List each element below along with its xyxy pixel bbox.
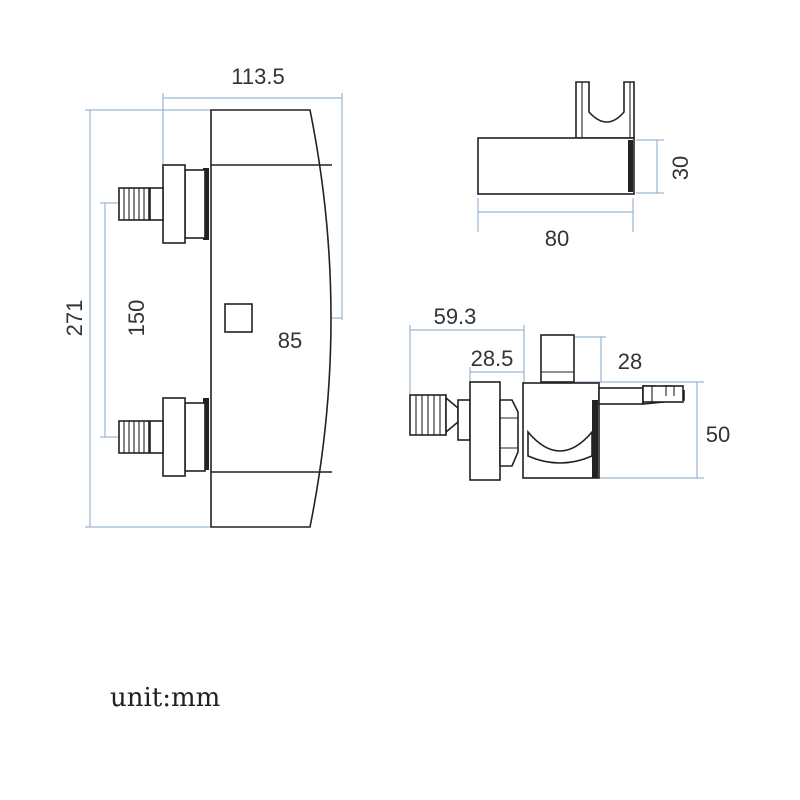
side-inlet-thread: [409, 394, 471, 441]
upper-nut-shadow: [203, 168, 209, 240]
holder-view: 30 80: [477, 81, 693, 251]
shower-holder-clip: [575, 81, 635, 139]
upper-inlet-fitting: [118, 164, 206, 244]
side-outlet-arm: [598, 387, 644, 405]
overall-depth-label: 59.3: [434, 304, 477, 329]
front-height-label: 271: [62, 300, 87, 337]
knob-height-label: 28: [618, 349, 642, 374]
side-body-shadow: [592, 400, 598, 478]
lower-nut-shadow: [203, 398, 209, 470]
front-width-label: 113.5: [231, 64, 284, 89]
holder-dimension-lines: [477, 139, 664, 232]
inlet-offset-label: 28.5: [471, 346, 514, 371]
unit-note: unit:mm: [110, 683, 220, 713]
holder-width-label: 80: [545, 226, 569, 251]
holder-base-shadow: [628, 140, 633, 192]
side-hex-collar: [499, 399, 519, 467]
inlet-spacing-label: 150: [124, 300, 149, 337]
body-depth-label: 85: [278, 328, 302, 353]
holder-base: [477, 137, 635, 195]
control-square: [224, 303, 253, 333]
side-view: 59.3 28.5 28 50: [409, 304, 730, 481]
lower-inlet-fitting: [118, 397, 206, 477]
side-outlet-connector: [642, 385, 684, 403]
front-view: 113.5 271 150 85: [62, 64, 343, 528]
valve-body: [210, 109, 332, 528]
body-height-label: 50: [706, 422, 730, 447]
side-union-nut: [469, 381, 501, 481]
holder-height-label: 30: [668, 156, 693, 180]
side-top-knob: [540, 334, 575, 383]
